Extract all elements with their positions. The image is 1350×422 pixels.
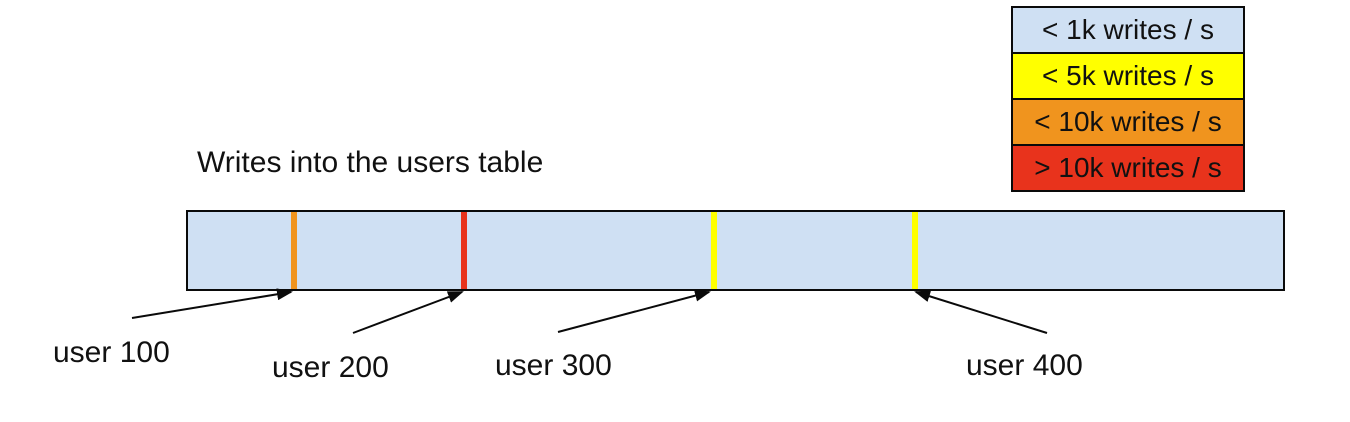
- legend-item-label: < 5k writes / s: [1042, 60, 1214, 91]
- legend: < 1k writes / s < 5k writes / s < 10k wr…: [1011, 6, 1245, 192]
- legend-item-label: < 10k writes / s: [1034, 106, 1222, 137]
- arrow-user-100: [131, 288, 293, 319]
- legend-item-label: < 1k writes / s: [1042, 14, 1214, 45]
- legend-item-under-10k: < 10k writes / s: [1011, 98, 1245, 146]
- arrow-user-300: [557, 289, 711, 333]
- hotspot-stripe-user-100: [291, 212, 297, 289]
- diagram-title: Writes into the users table: [197, 146, 544, 179]
- label-user-300: user 300: [495, 349, 612, 382]
- hotspot-stripe-user-400: [912, 212, 918, 289]
- legend-item-over-10k: > 10k writes / s: [1011, 144, 1245, 192]
- legend-item-label: > 10k writes / s: [1034, 152, 1222, 183]
- legend-item-under-5k: < 5k writes / s: [1011, 52, 1245, 100]
- label-user-400: user 400: [966, 349, 1083, 382]
- label-user-200: user 200: [272, 351, 389, 384]
- arrow-user-400: [914, 290, 1048, 334]
- legend-item-under-1k: < 1k writes / s: [1011, 6, 1245, 54]
- arrow-user-200: [352, 291, 464, 334]
- hotspot-stripe-user-300: [711, 212, 717, 289]
- label-user-100: user 100: [53, 336, 170, 369]
- users-table-strip: [186, 210, 1285, 291]
- hotspot-stripe-user-200: [461, 212, 467, 289]
